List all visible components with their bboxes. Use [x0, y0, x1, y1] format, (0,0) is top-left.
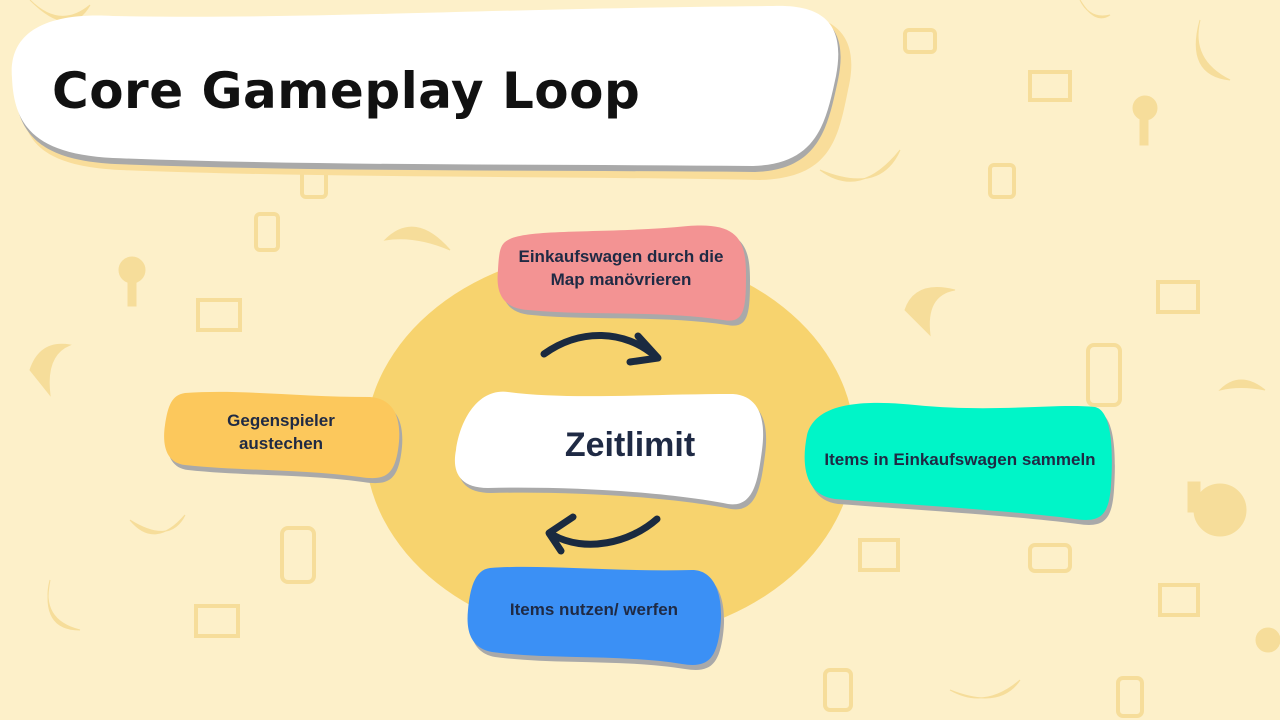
page-title: Core Gameplay Loop: [52, 62, 641, 120]
step-top-label: Einkaufswagen durch die Map manövrieren: [518, 247, 724, 289]
milk-bottle-icon: [823, 668, 853, 712]
step-bottom-shape: [467, 566, 725, 670]
banana-icon: [819, 149, 901, 182]
banana-icon: [47, 579, 81, 631]
loop-arrow-top: [540, 332, 662, 366]
step-top-shape: [497, 225, 750, 326]
step-left-shape: [164, 391, 403, 484]
title-banner: [11, 5, 852, 180]
milk-bottle-icon: [1086, 343, 1122, 407]
banana-icon: [1218, 379, 1266, 391]
chicken-leg-icon: [1193, 483, 1247, 537]
step-left-label: Gegenspieler austechen: [227, 411, 335, 453]
shopping-cart-icon: [1158, 583, 1200, 617]
milk-bottle-icon: [1116, 676, 1144, 718]
milk-bottle-icon: [1028, 543, 1072, 573]
shopping-cart-icon: [1156, 280, 1200, 314]
loop-arrow-bottom: [545, 513, 661, 555]
chicken-leg-icon: [1255, 627, 1280, 653]
banana-icon: [129, 514, 186, 535]
banana-icon: [383, 226, 451, 251]
banana-icon: [949, 679, 1021, 699]
banana-icon: [1079, 0, 1111, 19]
loop-arrow-icon: [549, 515, 661, 548]
step-right-label: Items in Einkaufswagen sammeln: [824, 450, 1096, 469]
banana-icon: [29, 0, 91, 22]
step-bottom-label: Items nutzen/ werfen: [509, 600, 679, 619]
milk-bottle-icon: [988, 163, 1016, 199]
milk-bottle-icon: [903, 28, 937, 54]
shopping-cart-icon: [858, 538, 900, 572]
banana-icon: [29, 343, 72, 397]
shopping-cart-icon: [194, 604, 240, 638]
banana-icon: [904, 287, 956, 337]
milk-bottle-icon: [254, 212, 280, 252]
loop-arrow-icon: [540, 332, 659, 360]
shopping-cart-icon: [1028, 70, 1072, 102]
step-right-shape: [804, 402, 1115, 525]
milk-bottle-icon: [280, 526, 316, 584]
center-label: Zeitlimit: [564, 425, 696, 464]
banana-icon: [1195, 19, 1231, 81]
shopping-cart-icon: [196, 298, 242, 332]
center-shape: [454, 391, 767, 510]
